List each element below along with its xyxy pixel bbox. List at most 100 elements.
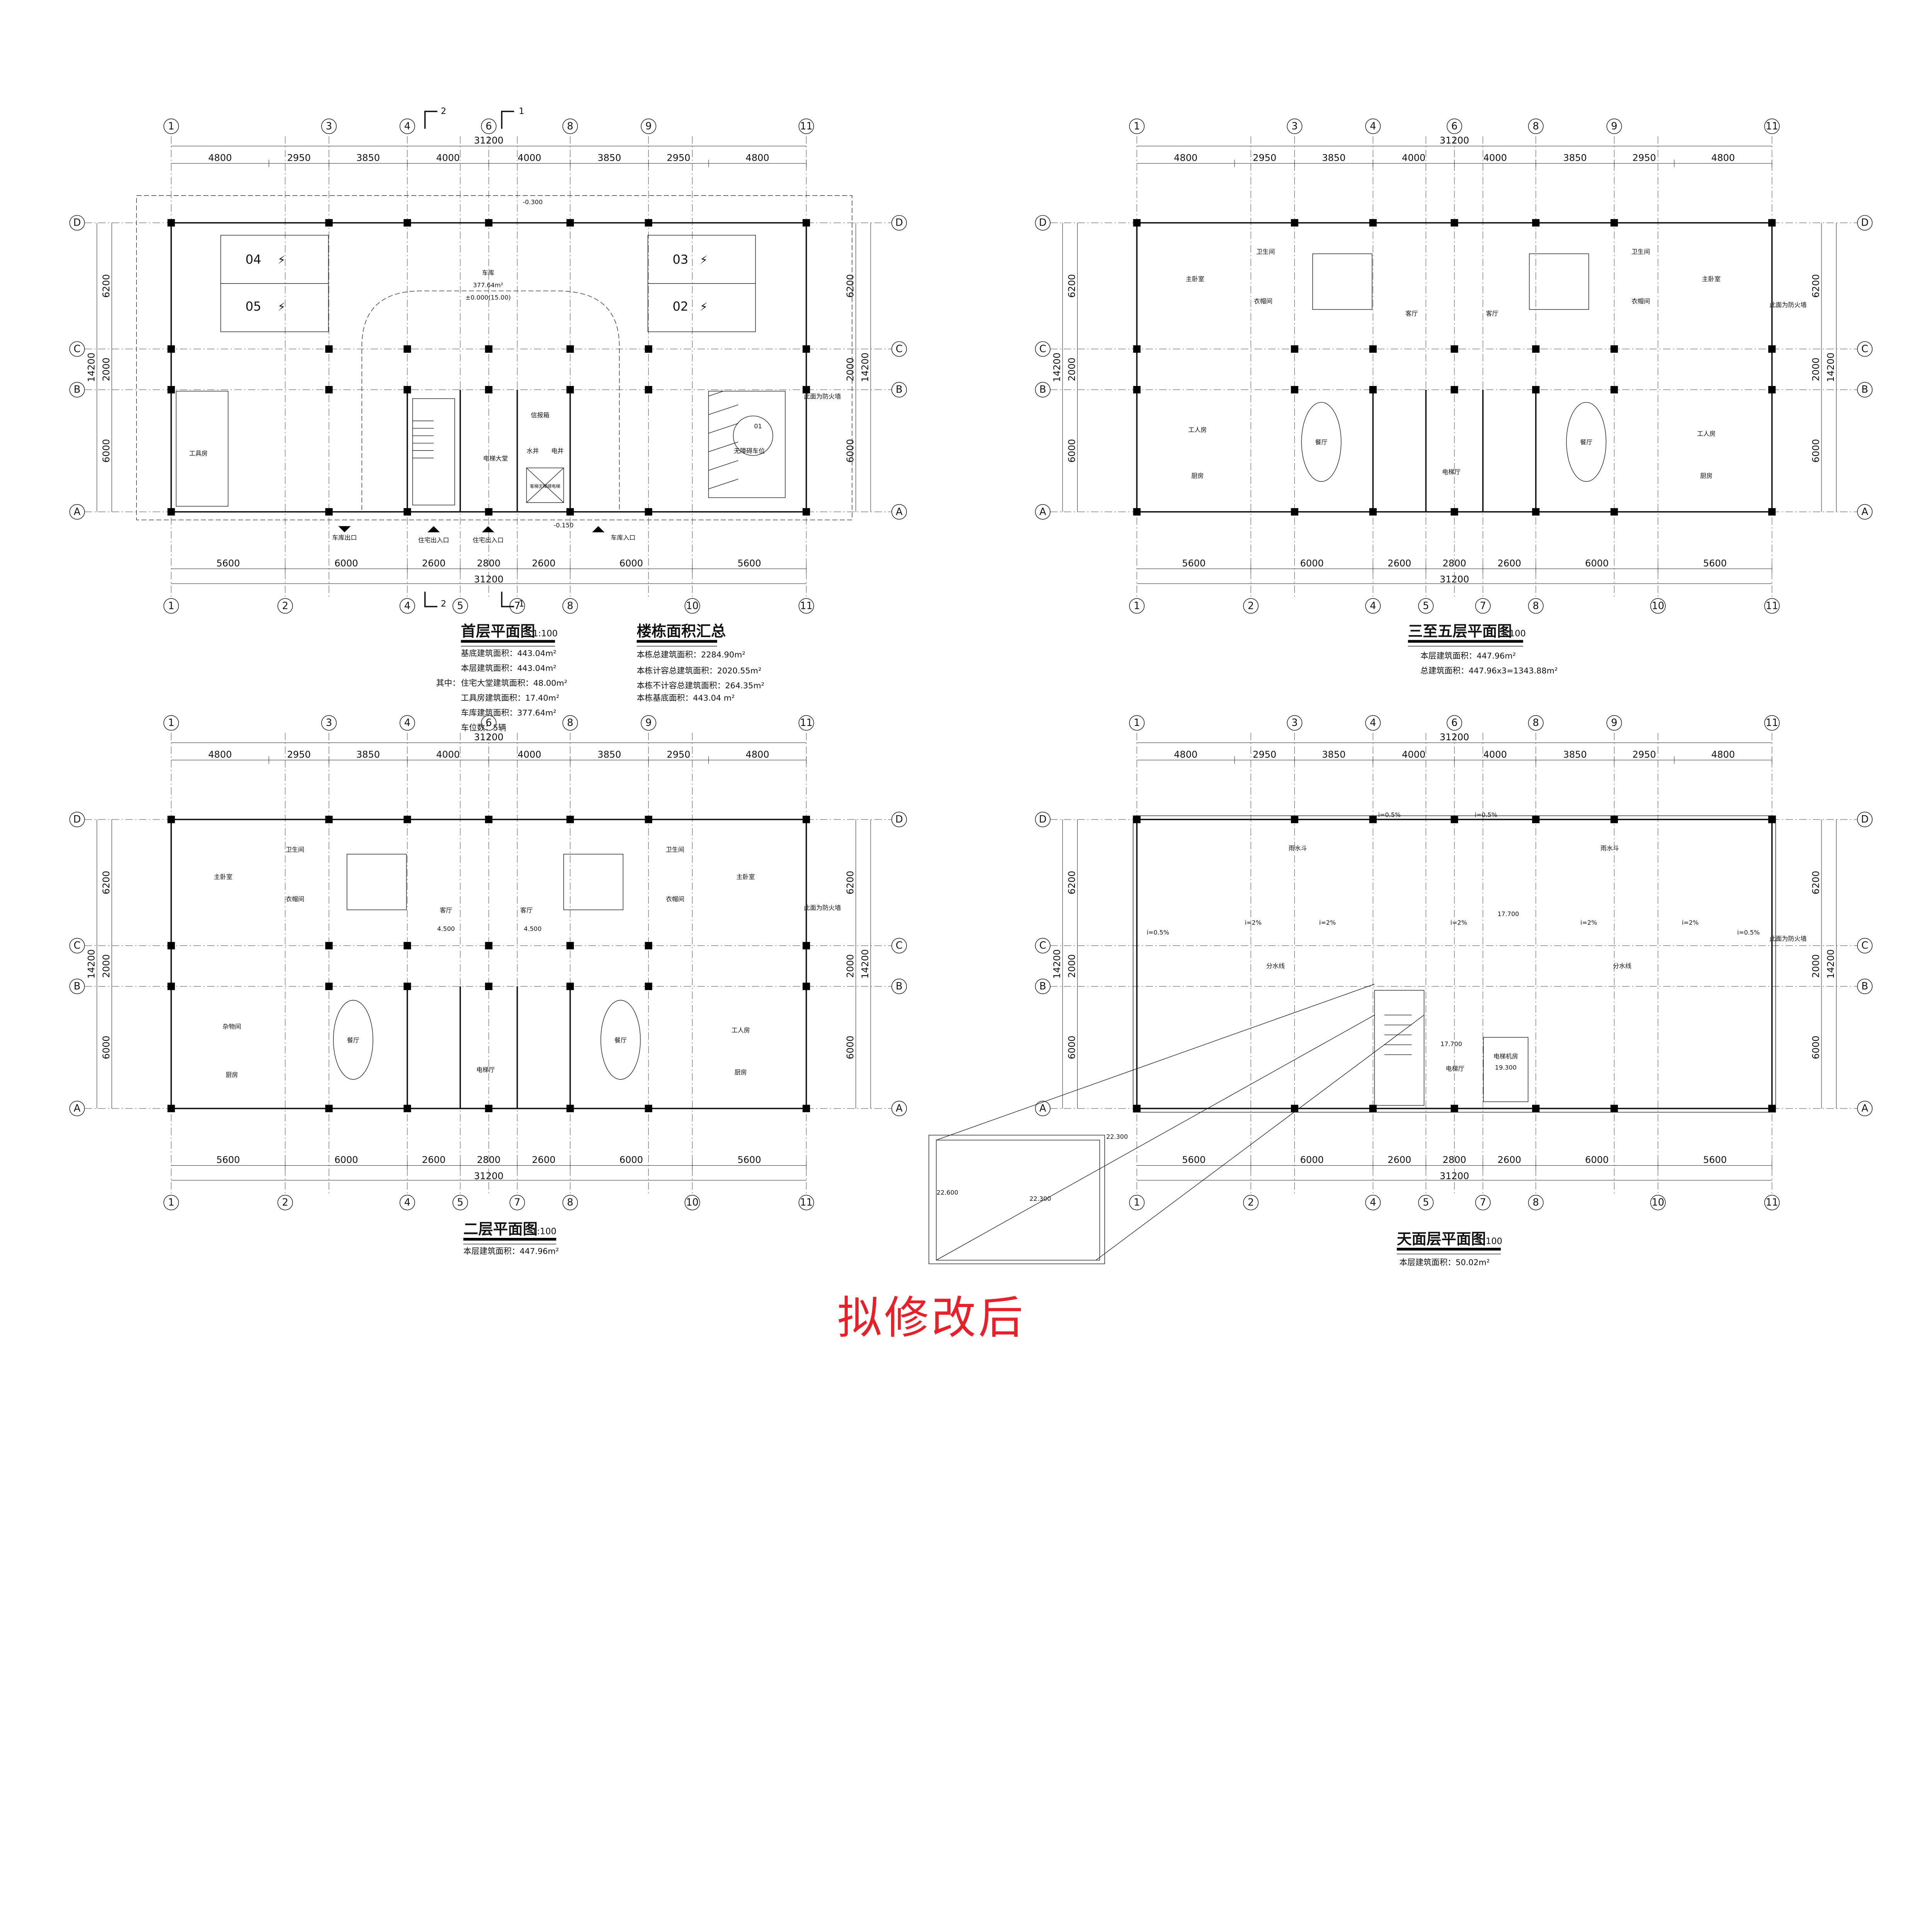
structural-column bbox=[1291, 219, 1299, 227]
level-label: 19.300 bbox=[1495, 1064, 1517, 1071]
note-line: 工具房建筑面积：17.40m² bbox=[461, 693, 560, 702]
axis-label: 2 bbox=[282, 600, 288, 612]
firewall-note: 此面为防火墙 bbox=[804, 393, 841, 400]
dimension: 6000 bbox=[1585, 558, 1609, 569]
axis-bubble bbox=[1035, 382, 1051, 398]
structural-column bbox=[1610, 1105, 1618, 1112]
axis-label: 6 bbox=[1451, 717, 1458, 729]
axis-bubble bbox=[277, 1195, 293, 1210]
axis-label: 8 bbox=[1533, 717, 1539, 729]
structural-column bbox=[1133, 816, 1141, 823]
structural-column bbox=[803, 982, 810, 990]
dimension: 2000 bbox=[845, 954, 855, 978]
axis-label: A bbox=[1039, 506, 1046, 518]
dimension-overall: 31200 bbox=[1440, 1171, 1469, 1181]
dimension: 2600 bbox=[1498, 558, 1521, 569]
axis-bubble bbox=[1129, 1195, 1145, 1210]
dimension: 6000 bbox=[619, 558, 643, 569]
parking-space-05: 05 bbox=[245, 299, 261, 314]
axis-label: 2 bbox=[282, 1197, 288, 1209]
axis-bubble bbox=[1446, 715, 1463, 731]
axis-bubble bbox=[400, 118, 415, 134]
dimension: 2800 bbox=[477, 558, 500, 569]
structural-column bbox=[1768, 1105, 1776, 1112]
axis-bubble bbox=[562, 118, 578, 134]
room-label: 电梯厅 bbox=[1442, 468, 1461, 476]
structural-column bbox=[1532, 386, 1540, 394]
axis-label: A bbox=[1861, 1103, 1868, 1114]
structural-column bbox=[485, 508, 493, 516]
axis-bubble bbox=[1528, 1195, 1544, 1210]
axis-label: 11 bbox=[800, 600, 813, 612]
axis-bubble bbox=[1129, 118, 1145, 134]
axis-bubble bbox=[891, 1101, 907, 1117]
dimension-overall: 14200 bbox=[860, 949, 871, 979]
axis-bubble bbox=[1764, 118, 1780, 134]
dimension: 6200 bbox=[1066, 274, 1077, 297]
level-label: 22.600 bbox=[937, 1189, 958, 1196]
dimension-overall: 31200 bbox=[474, 574, 503, 585]
dimension: 4000 bbox=[518, 749, 541, 760]
charging-icon: ⚡ bbox=[278, 300, 286, 313]
structural-column bbox=[1369, 508, 1377, 516]
structural-column bbox=[645, 816, 653, 823]
axis-bubble bbox=[1606, 715, 1622, 731]
axis-label: 4 bbox=[1370, 121, 1376, 132]
structural-column bbox=[1291, 386, 1299, 394]
axis-label: 2 bbox=[1248, 1197, 1254, 1209]
dimension: 2000 bbox=[1811, 357, 1821, 381]
area-summary-block: 楼栋面积汇总 本栋总建筑面积：2284.90m² 本栋计容总建筑面积：2020.… bbox=[636, 623, 764, 702]
firewall-note: 此面为防火墙 bbox=[1769, 301, 1806, 309]
dimension: 6200 bbox=[1066, 871, 1077, 894]
parking-space-04: 04 bbox=[245, 252, 261, 267]
dimension-overall: 31200 bbox=[474, 732, 503, 743]
axis-label: 11 bbox=[1766, 717, 1779, 729]
dimension-overall: 14200 bbox=[1825, 949, 1836, 979]
gutter-label: 雨水斗 bbox=[1289, 845, 1307, 852]
room-label: 餐厅 bbox=[614, 1037, 627, 1044]
level-label: ±0.000(15.00) bbox=[465, 294, 511, 301]
plan-title: 二层平面图 bbox=[463, 1220, 537, 1238]
dimension: 4800 bbox=[1174, 153, 1197, 163]
axis-bubble bbox=[1650, 1195, 1666, 1210]
axis-bubble bbox=[1035, 812, 1051, 828]
structural-column bbox=[1532, 219, 1540, 227]
structural-column bbox=[1768, 345, 1776, 353]
dimension: 6200 bbox=[1811, 274, 1821, 297]
room-label: 餐厅 bbox=[1580, 439, 1592, 446]
room-label: 工人房 bbox=[731, 1027, 750, 1034]
structural-column bbox=[1610, 816, 1618, 823]
note-line: 本层建筑面积：50.02m² bbox=[1399, 1258, 1490, 1267]
structural-column bbox=[1133, 345, 1141, 353]
structural-column bbox=[803, 219, 810, 227]
dimension: 4800 bbox=[1711, 749, 1735, 760]
exit-arrow-icon bbox=[338, 526, 351, 532]
charging-icon: ⚡ bbox=[700, 300, 707, 313]
axis-label: B bbox=[1039, 384, 1046, 396]
axis-label: 8 bbox=[1533, 600, 1539, 612]
entrance-label: 住宅出入口 bbox=[418, 536, 449, 544]
structural-column bbox=[645, 982, 653, 990]
structural-column bbox=[403, 982, 411, 990]
roof-title-block: 天面层平面图 1:100 本层建筑面积：50.02m² bbox=[1396, 1231, 1502, 1267]
axis-bubble bbox=[891, 215, 907, 231]
level-label: -0.150 bbox=[554, 522, 574, 529]
axis-bubble bbox=[69, 1101, 85, 1117]
axis-bubble bbox=[684, 598, 700, 614]
structural-column bbox=[485, 816, 493, 823]
room-label: 水井 bbox=[527, 447, 539, 455]
structural-column bbox=[403, 345, 411, 353]
axis-bubble bbox=[641, 715, 656, 731]
dimension: 5600 bbox=[216, 558, 240, 569]
axis-label: D bbox=[895, 814, 903, 825]
slope-label: i=0.5% bbox=[1146, 929, 1169, 936]
dimension-overall: 14200 bbox=[86, 353, 97, 382]
axis-bubble bbox=[163, 1195, 179, 1210]
dimension: 6000 bbox=[1811, 1036, 1821, 1059]
room-label: 电梯厅 bbox=[1446, 1065, 1464, 1072]
note-line: 车库建筑面积：377.64m² bbox=[461, 708, 556, 717]
parking-space-01: 01 bbox=[754, 423, 762, 430]
structural-column bbox=[167, 345, 175, 353]
